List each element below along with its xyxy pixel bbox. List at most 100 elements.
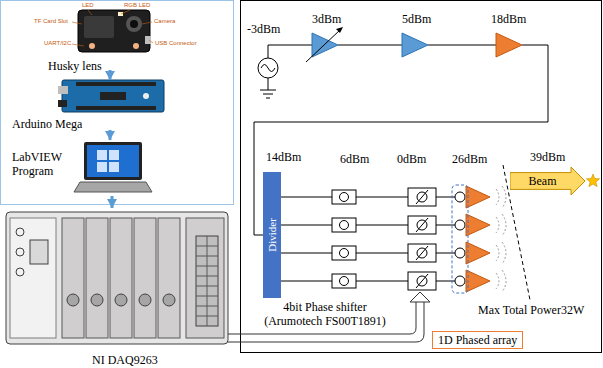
leader-line: [72, 44, 84, 46]
daq-chassis: [196, 236, 218, 326]
left-panel-frame: [1, 1, 234, 205]
power-level: 26dBm: [452, 152, 487, 166]
microcontroller-board: Arduino Mega: [8, 80, 168, 130]
flow-arrow: [109, 70, 112, 80]
daq-chassis: [6, 212, 228, 344]
driver-amplifier: [402, 33, 428, 57]
power-level: 6dBm: [340, 152, 369, 166]
husky-lens-board: [84, 16, 114, 38]
array-branch: [281, 270, 506, 292]
husky-lens-board: [130, 20, 138, 28]
node-text: 1D Phased array: [438, 333, 517, 347]
arduino-board: [100, 92, 126, 100]
laptop: [74, 142, 152, 192]
signal-source: [260, 78, 276, 98]
daq-chassis: [158, 218, 180, 338]
right-panel-frame: [241, 1, 602, 353]
husky-lens-board: [89, 43, 95, 49]
power-level: 0dBm: [397, 152, 426, 166]
array-branch: [281, 186, 506, 208]
daq-chassis: [62, 218, 84, 338]
power-amplifier: [496, 33, 522, 57]
signal-source: [258, 58, 278, 78]
variable-amplifier: [312, 33, 338, 57]
daq-chassis: [10, 218, 56, 338]
daq-chassis: [163, 294, 175, 306]
daq-chassis: [110, 218, 132, 338]
power-level: -3dBm: [247, 22, 280, 36]
phase-control-cable: [228, 292, 430, 342]
signal-source: [261, 65, 275, 72]
daq-chassis: [30, 240, 48, 264]
node-text: NI DAQ9263: [92, 353, 158, 367]
daq-chassis: [91, 294, 103, 306]
leader-line: [149, 40, 153, 43]
power-level: 3dBm: [312, 12, 341, 26]
circulator-group-frame: [452, 185, 468, 293]
arduino-board: [143, 93, 149, 99]
laptop-computer: LabVIEW Program: [8, 140, 158, 196]
node-text: Arduino Mega: [12, 117, 82, 131]
part-label: Camera: [154, 18, 175, 25]
power-note: Max Total Power32W: [478, 303, 584, 317]
part-label: USB Connector: [155, 40, 197, 47]
part-label: LED: [82, 2, 94, 9]
power-level: 18dBm: [491, 12, 526, 26]
daq-chassis: [134, 218, 156, 338]
part-label: Camera: [154, 18, 175, 25]
array-branch: [281, 242, 506, 264]
arduino-board: [76, 82, 156, 86]
leader-line: [72, 10, 153, 46]
flow-arrow: [109, 130, 112, 140]
component-note: 4bit Phase shifter (Arumotech FS00T1891): [258, 300, 392, 328]
husky-lens-board: [145, 36, 151, 44]
component-note: 4bit Phase shifter (Arumotech FS00T1891): [258, 300, 392, 328]
target-star: [586, 174, 599, 187]
daq-chassis: [16, 228, 24, 236]
leader-line: [121, 10, 130, 14]
power-level: 0dBm: [397, 152, 426, 166]
laptop: [97, 150, 119, 172]
variable-amplifier: [336, 27, 343, 33]
power-level: 3dBm: [312, 12, 341, 26]
rf-wire: [254, 45, 548, 235]
left-panel-frame: [1, 1, 234, 205]
circulator-group-frame: [452, 185, 468, 293]
arduino-board: [76, 106, 156, 110]
power-level: 14dBm: [266, 150, 301, 164]
daq-chassis: [86, 218, 108, 338]
node-text: Divider: [265, 218, 279, 252]
camera-module: Husky lens: [44, 6, 156, 70]
daq-chassis: [139, 294, 151, 306]
divider-box: Divider: [263, 172, 281, 298]
variable-amplifier: [306, 27, 343, 62]
power-level: -3dBm: [247, 22, 280, 36]
power-level: 39dBm: [530, 150, 565, 164]
phase-control-cable: [410, 292, 430, 302]
arduino-board: [62, 80, 164, 112]
leader-line: [88, 10, 92, 15]
laptop: [84, 142, 142, 180]
power-amplifier: [496, 33, 522, 57]
arduino-board: [58, 80, 164, 112]
arduino-board: [58, 100, 67, 107]
power-level: 39dBm: [530, 150, 565, 164]
daq-chassis: [6, 212, 228, 344]
husky-lens-board: [118, 12, 123, 16]
husky-lens-board: [126, 16, 142, 32]
daq-chassis: [115, 294, 127, 306]
arduino-board: [58, 86, 68, 94]
daq-device: NI DAQ9263: [4, 208, 232, 366]
husky-lens-board: [78, 10, 151, 52]
node-text: Beam: [529, 174, 567, 188]
part-label: TF Card Slot: [34, 18, 68, 25]
power-note: Max Total Power32W: [478, 303, 584, 317]
power-level: 5dBm: [402, 12, 431, 26]
beam-arrow-shape: [510, 167, 585, 195]
part-label: UART/I2C: [44, 40, 71, 47]
right-panel-frame: [241, 1, 602, 353]
daq-chassis: [196, 236, 218, 326]
laptop: [87, 145, 139, 177]
